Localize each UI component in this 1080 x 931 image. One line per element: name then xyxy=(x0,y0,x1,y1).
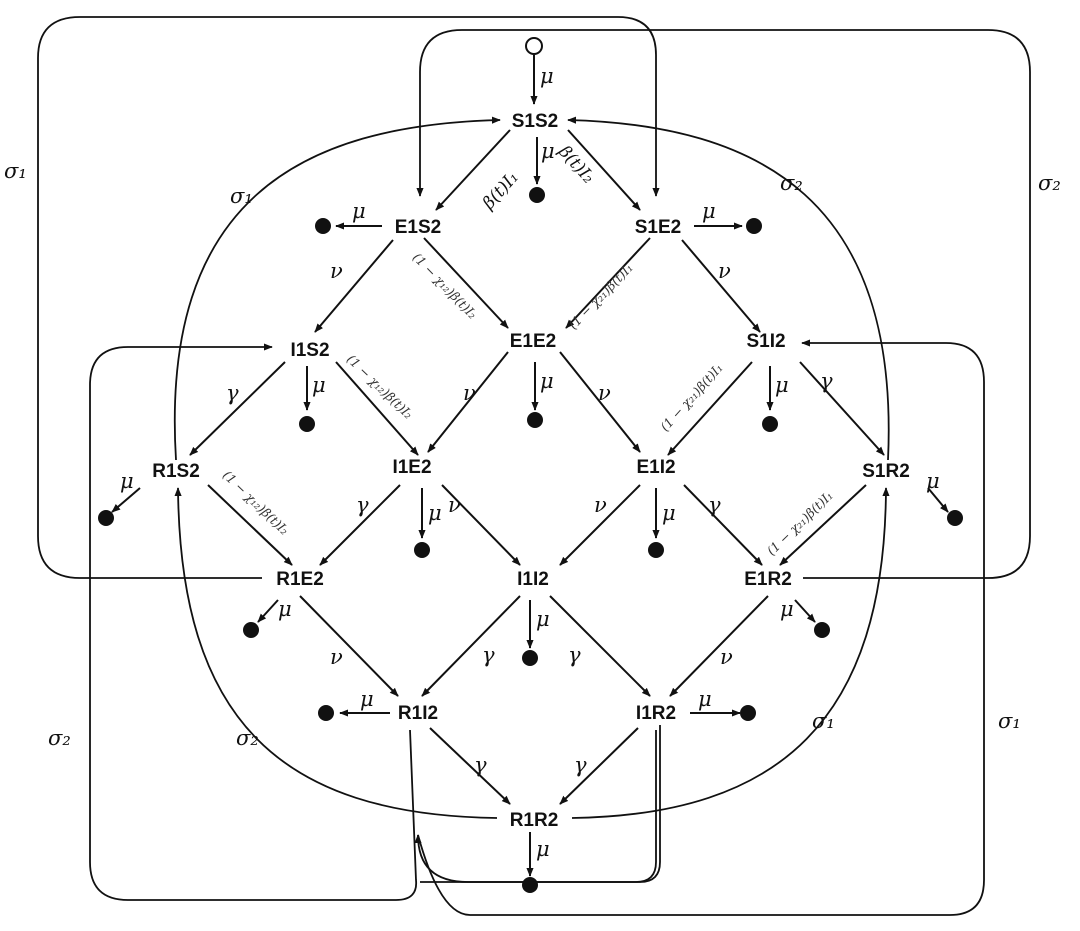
sigma1-label: σ₁ xyxy=(4,159,27,183)
loop-box-left xyxy=(420,725,661,883)
death-sink-icon xyxy=(243,622,259,638)
node-e1e2: E1E2 xyxy=(510,331,556,352)
node-i1r2: I1R2 xyxy=(636,703,676,724)
death-sink-icon xyxy=(947,510,963,526)
gamma-label: γ xyxy=(482,643,495,667)
mu-label: μ xyxy=(662,501,676,525)
death-sink-icon xyxy=(762,416,778,432)
node-r1r2: R1R2 xyxy=(510,810,559,831)
node-r1i2: R1I2 xyxy=(398,703,438,724)
mu-label: μ xyxy=(775,373,789,397)
death-sink-icon xyxy=(814,622,830,638)
gamma-label: γ xyxy=(574,753,587,777)
sigma1-label: σ₁ xyxy=(998,709,1021,733)
death-sink-icon xyxy=(527,412,543,428)
node-r1s2: R1S2 xyxy=(152,461,200,482)
mu-label: μ xyxy=(312,373,326,397)
mu-label: μ xyxy=(780,597,794,621)
death-sink-icon xyxy=(648,542,664,558)
loop-r1i2-to-i1s2 xyxy=(89,343,418,901)
state-nodes: S1S2 E1S2 S1E2 I1S2 E1E2 S1I2 R1S2 I1E2 … xyxy=(152,111,910,831)
node-e1i2: E1I2 xyxy=(636,457,675,478)
mu-label: μ xyxy=(278,597,292,621)
sigma2-label: σ₂ xyxy=(236,726,259,750)
birth-source-icon xyxy=(525,37,543,55)
cross21-label: (1 − χ₂₁)β(t)I₁ xyxy=(657,360,725,434)
loop-r1e2-to-s1e2 xyxy=(37,16,660,579)
death-sink-icon xyxy=(315,218,331,234)
transition-edges xyxy=(189,129,885,805)
edge-r1r2-r1s2 xyxy=(174,487,498,819)
gamma-label: γ xyxy=(820,369,833,393)
sigma-loops xyxy=(37,16,1031,916)
node-s1i2: S1I2 xyxy=(746,331,785,352)
mu-label: μ xyxy=(536,607,550,631)
node-i1e2: I1E2 xyxy=(392,457,431,478)
nu-label: ν xyxy=(718,259,731,283)
death-sink-icon xyxy=(299,416,315,432)
mu-label: μ xyxy=(702,199,716,223)
node-i1i2: I1I2 xyxy=(517,569,549,590)
edge-r1s2-s1s2 xyxy=(173,116,501,461)
node-s1r2: S1R2 xyxy=(862,461,910,482)
nu-label: ν xyxy=(594,493,607,517)
nu-label: ν xyxy=(330,645,343,669)
nu-label: ν xyxy=(720,645,733,669)
sigma2-label: σ₂ xyxy=(780,171,803,195)
mu-label: μ xyxy=(428,501,442,525)
mu-label: μ xyxy=(352,199,366,223)
beta-i2-label: β(t)I₂ xyxy=(554,141,599,188)
death-sink-icon xyxy=(740,705,756,721)
nu-label: ν xyxy=(598,381,611,405)
death-sink-icon xyxy=(522,877,538,893)
loop-e1r2-to-e1s2 xyxy=(416,29,1031,579)
edge-s1r2-s1s2 xyxy=(567,116,890,461)
gamma-label: γ xyxy=(568,643,581,667)
mu-label: μ xyxy=(360,687,374,711)
death-sink-icon xyxy=(522,650,538,666)
mu-label: μ xyxy=(540,64,554,88)
beta-i1-label: β(t)I₁ xyxy=(478,168,523,214)
mu-label: μ xyxy=(541,139,555,163)
cross21-label: (1 − χ₂₁)β(t)I₁ xyxy=(565,260,635,332)
gamma-label: γ xyxy=(356,493,369,517)
node-i1s2: I1S2 xyxy=(290,340,329,361)
death-sink-icon xyxy=(98,510,114,526)
node-r1e2: R1E2 xyxy=(276,569,324,590)
gamma-label: γ xyxy=(474,753,487,777)
cross12-label: (1 − χ₁₂)β(t)I₂ xyxy=(220,467,292,537)
death-sink-icon xyxy=(746,218,762,234)
sigma1-label: σ₁ xyxy=(812,709,835,733)
death-sink-icon xyxy=(529,187,545,203)
nu-label: ν xyxy=(330,259,343,283)
gamma-label: γ xyxy=(708,493,721,517)
sigma1-label: σ₁ xyxy=(230,184,253,208)
nu-label: ν xyxy=(463,381,476,405)
edge-r1r2-s1r2 xyxy=(571,487,890,819)
node-e1s2: E1S2 xyxy=(395,217,441,238)
death-sink-icon xyxy=(318,705,334,721)
node-s1s2: S1S2 xyxy=(512,111,558,132)
death-sinks xyxy=(98,187,963,893)
loop-s1i2-return xyxy=(417,339,985,916)
mu-label: μ xyxy=(540,369,554,393)
mu-label: μ xyxy=(120,469,134,493)
gamma-label: γ xyxy=(226,381,239,405)
mu-label: μ xyxy=(926,469,940,493)
node-s1e2: S1E2 xyxy=(635,217,681,238)
nu-label: ν xyxy=(448,493,461,517)
mu-edges xyxy=(111,55,949,877)
mu-label: μ xyxy=(698,687,712,711)
node-e1r2: E1R2 xyxy=(744,569,792,590)
sigma2-label: σ₂ xyxy=(1038,171,1061,195)
sigma2-label: σ₂ xyxy=(48,726,71,750)
mu-label: μ xyxy=(536,837,550,861)
death-sink-icon xyxy=(414,542,430,558)
